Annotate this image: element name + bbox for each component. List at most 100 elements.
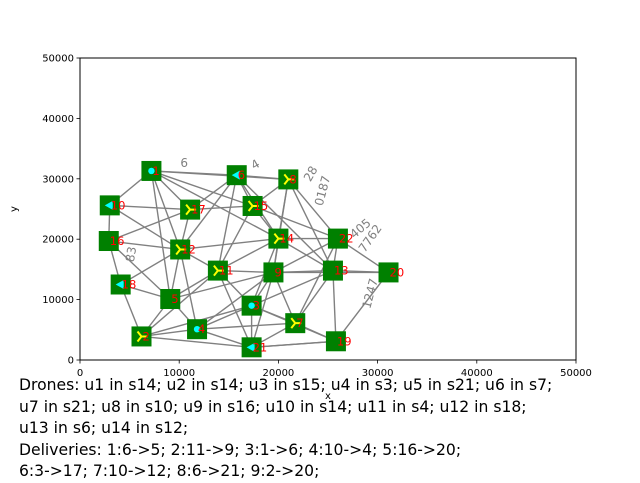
station-label: 11 bbox=[219, 264, 234, 278]
drone-marker bbox=[290, 317, 302, 329]
edge-line bbox=[294, 238, 339, 324]
drone-marker bbox=[185, 203, 197, 216]
drone-marker bbox=[115, 280, 124, 289]
drone-marker bbox=[213, 264, 224, 277]
station-label: 15 bbox=[254, 199, 269, 213]
edge-line bbox=[108, 208, 191, 242]
edge-weight-label: 4 bbox=[249, 157, 263, 173]
x-tick-label: 0 bbox=[77, 368, 83, 379]
y-tick-label: 50000 bbox=[42, 54, 74, 65]
y-tick-label: 10000 bbox=[42, 295, 74, 306]
drone-marker bbox=[104, 200, 113, 210]
edge-line bbox=[108, 240, 181, 251]
edge-line bbox=[287, 179, 334, 271]
edge-line bbox=[217, 237, 279, 272]
edge-line bbox=[150, 170, 171, 300]
plot-frame bbox=[79, 57, 577, 361]
edge-line bbox=[251, 340, 336, 349]
edge-line bbox=[109, 204, 191, 211]
station-label: 1 bbox=[152, 164, 159, 178]
drone-marker bbox=[248, 302, 255, 309]
station-label: 4 bbox=[198, 322, 205, 336]
station-node-22 bbox=[327, 228, 348, 249]
edge-line bbox=[179, 249, 198, 330]
edge-line bbox=[217, 270, 253, 348]
drone-marker bbox=[246, 342, 255, 352]
x-axis-label: x bbox=[325, 391, 331, 402]
y-axis-label: y bbox=[9, 206, 20, 212]
caption-line: Drones: u1 in s14; u2 in s14; u3 in s15;… bbox=[19, 376, 553, 394]
edge-line bbox=[170, 271, 274, 300]
edge-line bbox=[190, 205, 253, 211]
x-tick-label: 20000 bbox=[262, 368, 294, 379]
drone-marker bbox=[283, 173, 295, 186]
edge-weight-label: 28 bbox=[301, 164, 321, 184]
caption-line: 6:3->17; 7:10->12; 8:6->21; 9:2->20; bbox=[19, 462, 320, 481]
drone-marker bbox=[247, 200, 259, 212]
caption: Drones: u1 in s14; u2 in s14; u3 in s15;… bbox=[19, 375, 634, 483]
station-node-5 bbox=[160, 288, 181, 309]
station-label: 21 bbox=[253, 340, 268, 354]
edge-weight-label: 83 bbox=[123, 245, 139, 262]
station-label: 10 bbox=[111, 198, 126, 212]
station-label: 5 bbox=[171, 292, 178, 306]
drone-marker bbox=[231, 170, 240, 180]
station-node-9 bbox=[263, 262, 284, 283]
station-label: 14 bbox=[279, 232, 294, 246]
station-node-16 bbox=[98, 231, 119, 252]
edge-line bbox=[335, 271, 390, 342]
edge-line bbox=[108, 240, 171, 300]
station-label: 20 bbox=[390, 265, 405, 279]
x-tick-label: 10000 bbox=[163, 368, 195, 379]
station-label: 16 bbox=[110, 234, 125, 248]
edge-line bbox=[151, 170, 253, 207]
edge-line bbox=[250, 272, 275, 348]
caption-line: u7 in s21; u8 in s10; u9 in s16; u10 in … bbox=[19, 397, 527, 416]
y-tick-label: 20000 bbox=[42, 235, 74, 246]
edge-line bbox=[217, 205, 254, 271]
station-node-20 bbox=[378, 262, 399, 283]
station-label: 12 bbox=[181, 242, 196, 256]
caption-line: u13 in s6; u14 in s12; bbox=[19, 419, 189, 438]
caption-line: Deliveries: 1:6->5; 2:11->9; 3:1->6; 4:1… bbox=[19, 440, 462, 459]
drone-marker-layer bbox=[104, 167, 302, 352]
station-label: 18 bbox=[122, 278, 137, 292]
edge-weight-label: 1247 bbox=[359, 277, 380, 310]
station-label: 9 bbox=[274, 265, 281, 279]
edge-line bbox=[150, 170, 181, 250]
axis-ticks: 0 10000 20000 30000 40000 50000 0 10000 20000 300… bbox=[42, 54, 592, 380]
x-tick-label: 50000 bbox=[560, 368, 592, 379]
y-tick-label: 0 bbox=[68, 356, 74, 367]
station-label: 22 bbox=[339, 232, 354, 246]
drone-marker bbox=[273, 232, 285, 245]
station-label: 2 bbox=[143, 329, 150, 343]
edge-line bbox=[332, 270, 337, 342]
x-tick-label: 30000 bbox=[362, 368, 394, 379]
station-label: 17 bbox=[191, 203, 206, 217]
x-tick-label: 40000 bbox=[461, 368, 493, 379]
edge-line bbox=[179, 174, 238, 250]
edge-line bbox=[180, 237, 279, 251]
edge-line bbox=[197, 322, 296, 330]
y-tick-label: 40000 bbox=[42, 114, 74, 125]
edge-weight-label: 6 bbox=[180, 156, 188, 170]
station-label: 3 bbox=[253, 299, 260, 313]
station-label: 13 bbox=[334, 264, 349, 278]
edge-line bbox=[217, 175, 238, 271]
node-layer bbox=[98, 160, 399, 358]
drone-marker bbox=[148, 167, 155, 175]
drone-marker bbox=[193, 325, 201, 333]
station-node-13 bbox=[322, 260, 343, 281]
station-label: 19 bbox=[337, 334, 352, 348]
drone-marker bbox=[175, 243, 187, 256]
station-label: 6 bbox=[238, 168, 245, 182]
station-label: 8 bbox=[289, 172, 296, 186]
edge-line bbox=[273, 237, 339, 274]
station-label: 7 bbox=[296, 316, 303, 330]
edge-line bbox=[141, 335, 252, 349]
station-node-19 bbox=[325, 331, 346, 352]
edge-line bbox=[252, 205, 339, 240]
edge-line bbox=[236, 174, 334, 272]
y-tick-label: 30000 bbox=[42, 174, 74, 185]
